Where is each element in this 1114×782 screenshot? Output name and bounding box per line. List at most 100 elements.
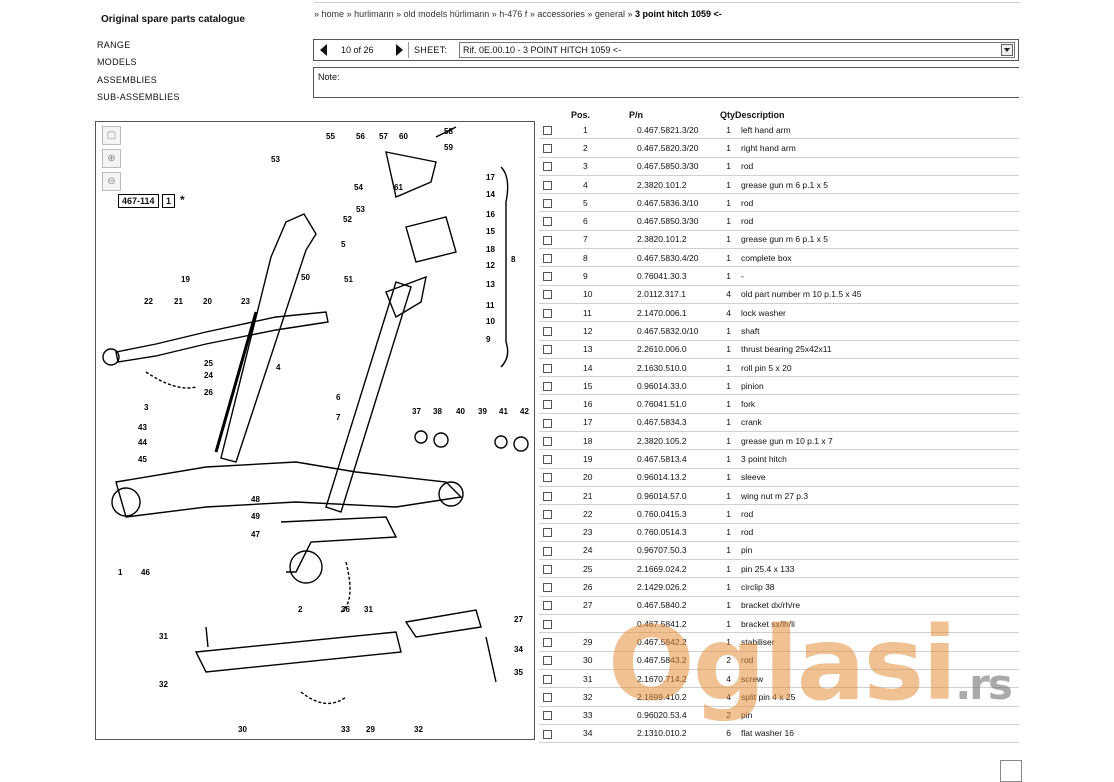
row-checkbox[interactable] (543, 546, 552, 556)
sheet-select[interactable]: Rif. 0E.00.10 - 3 POINT HITCH 1059 <- (459, 42, 1015, 58)
callout-label: 34 (514, 645, 523, 654)
row-checkbox[interactable] (543, 381, 552, 391)
row-checkbox[interactable] (543, 455, 552, 465)
callout-label: 27 (514, 615, 523, 624)
fit-icon[interactable]: ▢ (102, 126, 121, 145)
row-checkbox[interactable] (543, 217, 552, 227)
row-checkbox[interactable] (543, 162, 552, 172)
row-checkbox[interactable] (543, 729, 552, 739)
row-checkbox[interactable] (543, 510, 552, 519)
row-checkbox[interactable] (543, 418, 552, 428)
row-checkbox[interactable] (543, 235, 552, 245)
row-checkbox[interactable] (543, 144, 552, 154)
cell-desc: complete box (735, 248, 1019, 268)
chevron-down-icon[interactable] (1001, 44, 1013, 56)
row-checkbox[interactable] (543, 436, 552, 446)
row-checkbox[interactable] (543, 491, 552, 501)
next-sheet-icon[interactable] (396, 44, 403, 56)
exploded-diagram[interactable]: ▢ ⊕ ⊖ 467-114 1 * (95, 121, 535, 740)
row-checkbox[interactable] (543, 125, 552, 135)
callout-label: 7 (336, 413, 341, 422)
prev-sheet-icon[interactable] (320, 44, 327, 56)
row-checkbox[interactable] (543, 400, 552, 410)
row-checkbox[interactable] (543, 711, 552, 721)
sidebar-item-range[interactable]: RANGE (97, 40, 131, 50)
row-checkbox[interactable] (543, 638, 552, 648)
zoom-in-icon[interactable]: ⊕ (102, 149, 121, 168)
row-checkbox[interactable] (543, 674, 552, 684)
cell-pos: 7 (571, 230, 629, 250)
breadcrumb-hurlimann[interactable]: hurlimann (354, 9, 394, 19)
row-checkbox[interactable] (543, 327, 552, 337)
breadcrumb-model[interactable]: h-476 f (499, 9, 528, 19)
sidebar-item-sub-assemblies[interactable]: SUB-ASSEMBLIES (97, 92, 180, 102)
breadcrumb-old-models[interactable]: old models hürlimann (403, 9, 490, 19)
cell-pos: 26 (571, 577, 629, 597)
row-checkbox[interactable] (543, 253, 552, 263)
row-checkbox[interactable] (543, 180, 552, 190)
row-checkbox[interactable] (543, 272, 552, 282)
row-checkbox[interactable] (543, 619, 552, 629)
row-checkbox[interactable] (543, 601, 552, 611)
row-checkbox[interactable] (543, 656, 552, 666)
row-select-cell (539, 669, 571, 689)
sidebar-item-models[interactable]: MODELS (97, 57, 137, 67)
cell-qty: 4 (715, 687, 735, 707)
row-checkbox[interactable] (543, 583, 552, 593)
cell-pn: 0.96014.57.0 (629, 486, 715, 506)
row-checkbox[interactable] (543, 345, 552, 355)
row-checkbox[interactable] (543, 290, 552, 300)
breadcrumb-home[interactable]: home (321, 9, 345, 19)
sidebar-item-assemblies[interactable]: ASSEMBLIES (97, 75, 158, 85)
zoom-out-icon[interactable]: ⊖ (102, 172, 121, 191)
scroll-corner[interactable] (1000, 760, 1022, 782)
breadcrumb-accessories[interactable]: accessories (537, 9, 585, 19)
row-select-cell (539, 413, 571, 433)
row-checkbox[interactable] (543, 692, 552, 702)
breadcrumb-general[interactable]: general (594, 9, 625, 19)
row-checkbox[interactable] (543, 308, 552, 318)
breadcrumb: » home » hurlimann » old models hürliman… (314, 9, 722, 19)
row-checkbox[interactable] (543, 564, 552, 574)
row-checkbox[interactable] (543, 198, 552, 208)
callout-label: 53 (271, 155, 280, 164)
row-checkbox[interactable] (543, 473, 552, 483)
ball-joint-shape (111, 487, 141, 517)
row-checkbox[interactable] (543, 363, 552, 373)
row-checkbox[interactable] (543, 528, 552, 538)
